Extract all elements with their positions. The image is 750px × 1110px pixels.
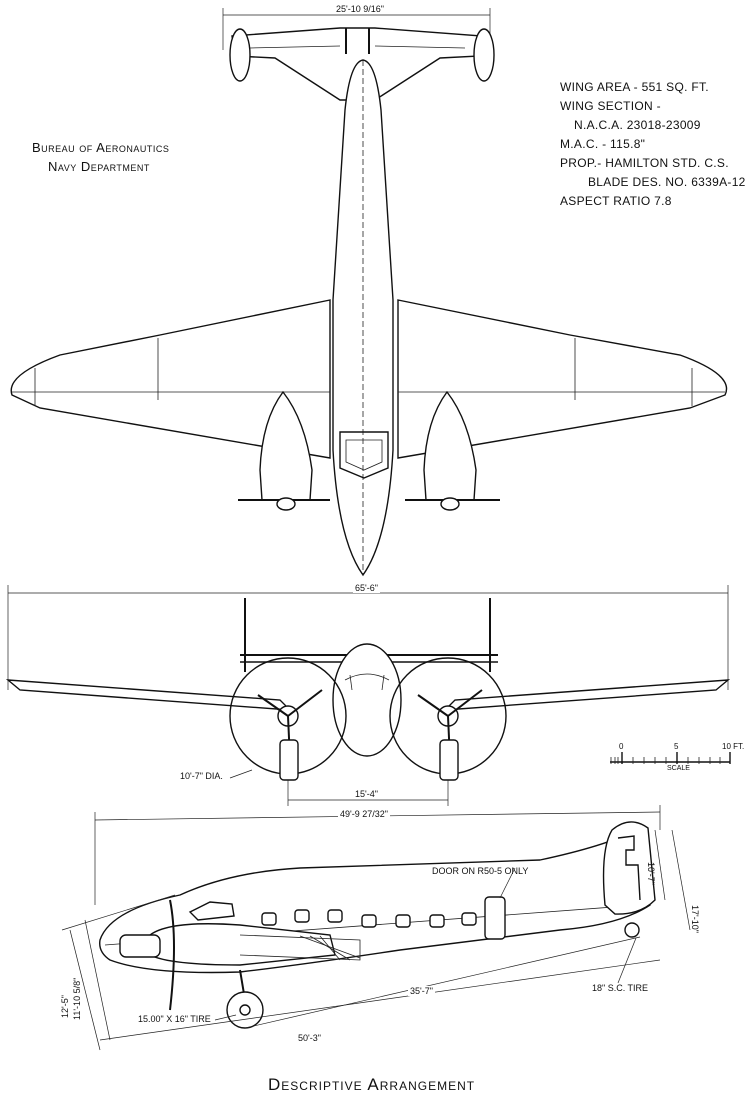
cabin-window: [461, 912, 477, 926]
wing-span-label: 65'-6": [353, 583, 380, 593]
cabin-window: [294, 909, 310, 923]
scale-label: SCALE: [667, 765, 690, 772]
organization-block: Bureau of Aeronautics Navy Department: [32, 138, 169, 176]
door-note: DOOR ON R50-5 ONLY: [432, 866, 529, 876]
nacelle-side: [149, 923, 336, 966]
scale-tick-0: 0: [619, 742, 624, 751]
overall-height-line: [671, 829, 691, 931]
drawing-title: Descriptive Arrangement: [268, 1075, 476, 1094]
propeller-side: [169, 899, 175, 1011]
cabin-window: [361, 914, 377, 928]
spec-mac: M.A.C. - 115.8": [560, 137, 646, 151]
fuselage-front: [332, 643, 402, 757]
cockpit-canopy: [188, 901, 235, 921]
main-tire-note: 15.00" X 16" TIRE: [138, 1014, 211, 1024]
tail-height-line: [654, 829, 666, 901]
cabin-window: [395, 914, 411, 928]
scale-tick-5: 5: [674, 742, 679, 751]
vertical-tail: [602, 821, 656, 915]
tail-tire-note: 18" S.C. TIRE: [592, 983, 649, 993]
spec-blade: BLADE DES. NO. 6339A-12: [588, 175, 746, 189]
organization-line-1: Bureau of Aeronautics: [32, 140, 170, 155]
cabin-window: [261, 912, 277, 926]
organization-line-2: Navy Department: [48, 159, 150, 174]
front-view: [5, 585, 731, 806]
height-left-1-label: 12'-5": [60, 995, 70, 1018]
overall-length-label: 49'-9 27/32": [338, 809, 390, 819]
cockpit-plan: [339, 431, 389, 479]
left-wing: [10, 299, 331, 459]
spec-wing-area: WING AREA - 551 SQ. FT.: [560, 80, 709, 94]
engine-spacing-label: 15'-4": [355, 789, 378, 799]
ground-line: [244, 936, 641, 1029]
tail-span-label: 25'-10 9/16": [336, 4, 384, 14]
spec-aspect-ratio: ASPECT RATIO 7.8: [560, 194, 672, 208]
tail-height-label: 10'-7": [646, 862, 656, 885]
height-left-2-label: 11'-10 5/8": [72, 977, 82, 1020]
wheel-base-label: 50'-3": [296, 1033, 323, 1043]
plan-view: [10, 8, 728, 577]
ground-line-label: 35'-7": [408, 986, 435, 996]
spec-wing-section: WING SECTION -: [560, 99, 661, 113]
main-wheel: [226, 991, 264, 1029]
cabin-window: [327, 909, 343, 923]
right-wing: [397, 299, 728, 459]
left-gear-front: [279, 739, 299, 781]
scale-bar: [610, 752, 731, 764]
right-gear-front: [439, 739, 459, 781]
prop-diameter-label: 10'-7" DIA.: [180, 771, 223, 781]
left-wing-front: [5, 679, 292, 711]
right-fin-plan: [473, 28, 495, 82]
spec-block: WING AREA - 551 SQ. FT. WING SECTION - N…: [560, 78, 746, 211]
spec-wing-section-value: N.A.C.A. 23018-23009: [574, 118, 701, 132]
side-view: [61, 805, 691, 1051]
cabin-window: [429, 914, 445, 928]
wheel-base-line: [99, 959, 661, 1041]
spec-prop: PROP.- HAMILTON STD. C.S.: [560, 156, 729, 170]
right-wing-front: [443, 679, 731, 711]
scale-tick-10: 10 FT.: [722, 742, 745, 751]
spinner-side: [119, 934, 161, 958]
left-fin-plan: [229, 28, 251, 82]
cabin-door: [484, 896, 506, 940]
overall-height-label: 17'-10": [690, 905, 700, 933]
tail-wheel: [624, 922, 640, 938]
